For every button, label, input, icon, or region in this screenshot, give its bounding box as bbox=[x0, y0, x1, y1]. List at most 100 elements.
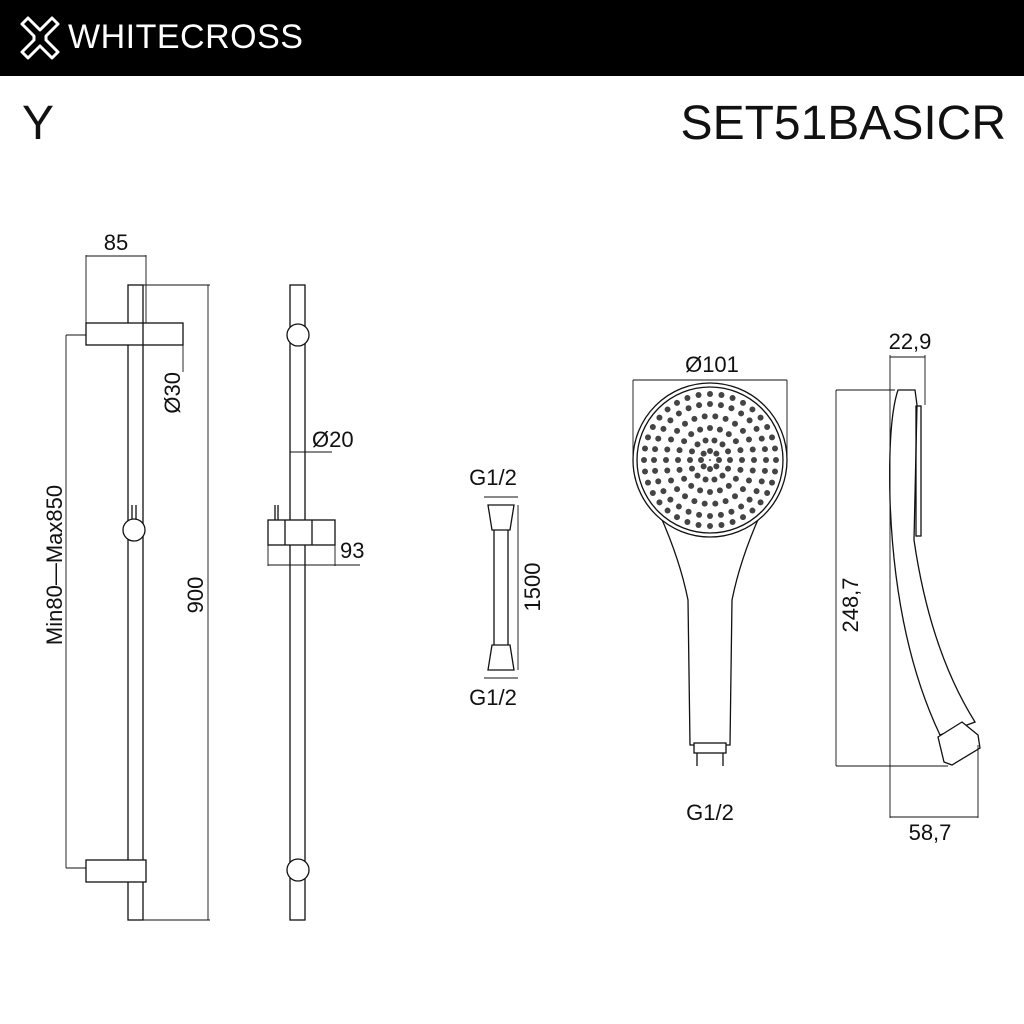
model-number: SET51BASICR bbox=[680, 97, 1006, 150]
nozzle-hole bbox=[739, 486, 746, 493]
nozzle-hole bbox=[655, 435, 662, 442]
nozzle-hole bbox=[725, 465, 732, 472]
nozzle-hole bbox=[707, 523, 713, 529]
nozzle-hole bbox=[757, 499, 764, 506]
nozzle-hole bbox=[675, 410, 682, 417]
nozzle-hole bbox=[694, 472, 701, 479]
nozzle-hole bbox=[749, 446, 756, 453]
nozzle-hole bbox=[696, 511, 703, 518]
nozzle-hole bbox=[725, 431, 732, 438]
nozzle-hole bbox=[719, 472, 726, 479]
nozzle-hole bbox=[701, 413, 708, 420]
nozzle-hole bbox=[711, 476, 718, 483]
nozzle-hole bbox=[664, 406, 671, 413]
dim-58-7: 58,7 bbox=[909, 820, 952, 845]
nozzle-hole bbox=[771, 468, 778, 475]
nozzle-hole bbox=[688, 482, 695, 489]
nozzle-hole bbox=[701, 500, 708, 507]
nozzle-hole bbox=[707, 513, 713, 519]
nozzle-hole bbox=[773, 457, 779, 463]
nozzle-hole bbox=[707, 448, 713, 454]
rail-side-view: Ø20 93 bbox=[267, 284, 364, 921]
nozzle-hole bbox=[757, 414, 764, 421]
nozzle-hole bbox=[674, 399, 680, 406]
nozzle-hole bbox=[728, 508, 735, 515]
hose: G1/2 1500 G1/2 bbox=[469, 465, 545, 710]
nozzle-hole bbox=[713, 450, 720, 457]
nozzle-hole bbox=[656, 414, 663, 421]
nozzle-hole bbox=[729, 394, 736, 401]
nozzle-hole bbox=[694, 441, 701, 448]
nozzle-hole bbox=[746, 417, 753, 424]
rail-front-view: 85 Ø30 900 Min80—Max850 bbox=[42, 230, 210, 921]
nozzle-hole bbox=[687, 457, 693, 463]
nozzle-hole bbox=[642, 468, 649, 475]
nozzle-hole bbox=[712, 500, 719, 507]
dim-1500: 1500 bbox=[520, 563, 545, 612]
nozzle-hole bbox=[722, 415, 729, 422]
nozzle-hole bbox=[749, 406, 756, 413]
nozzle-hole bbox=[711, 437, 718, 444]
nozzle-hole bbox=[641, 457, 647, 463]
nozzle-hole bbox=[685, 508, 692, 515]
nozzle-hole bbox=[664, 446, 671, 453]
nozzle-hole bbox=[695, 521, 702, 528]
nozzle-hole bbox=[702, 437, 709, 444]
nozzle-hole bbox=[700, 450, 707, 457]
nozzle-hole bbox=[667, 496, 674, 503]
nozzle-hole bbox=[668, 436, 675, 443]
nozzle-hole bbox=[691, 415, 698, 422]
nozzle-hole bbox=[656, 499, 663, 506]
nozzle-hole bbox=[739, 427, 746, 434]
nozzle-hole bbox=[675, 503, 682, 510]
nozzle-hole bbox=[644, 434, 651, 441]
nozzle-hole bbox=[660, 488, 667, 495]
dim-o101: Ø101 bbox=[685, 352, 739, 377]
nozzle-hole bbox=[675, 457, 681, 463]
nozzle-hole bbox=[700, 463, 707, 470]
nozzle-hole bbox=[697, 426, 704, 433]
dim-900: 900 bbox=[183, 577, 208, 614]
nozzle-hole bbox=[674, 514, 680, 521]
nozzle-hole bbox=[729, 519, 736, 526]
nozzle-hole bbox=[644, 479, 651, 486]
nozzle-hole bbox=[676, 466, 683, 473]
nozzle-hole bbox=[684, 519, 691, 526]
nozzle-hole bbox=[696, 402, 703, 409]
nozzle-hole bbox=[761, 446, 768, 453]
nozzle-hole bbox=[764, 490, 771, 496]
nozzle-hole bbox=[695, 392, 702, 399]
nozzle-hole bbox=[722, 498, 729, 505]
nozzle-hole bbox=[753, 488, 760, 495]
nozzle-hole bbox=[709, 459, 711, 461]
nozzle-hole bbox=[674, 486, 681, 493]
nozzle-hole bbox=[763, 457, 769, 463]
nozzle-hole bbox=[642, 445, 649, 452]
nozzle-hole bbox=[652, 467, 659, 474]
nozzle-hole bbox=[688, 431, 695, 438]
nozzle-hole bbox=[727, 457, 733, 463]
nozzle-hole bbox=[731, 420, 738, 427]
nozzle-hole bbox=[655, 478, 662, 485]
nozzle-hole bbox=[718, 521, 725, 528]
nozzle-hole bbox=[716, 426, 723, 433]
dim-min-max: Min80—Max850 bbox=[42, 485, 67, 645]
cross-logo-icon bbox=[20, 16, 60, 60]
nozzle-hole bbox=[652, 446, 659, 453]
nozzle-hole bbox=[676, 447, 683, 454]
nozzle-hole bbox=[732, 475, 739, 482]
nozzle-hole bbox=[745, 477, 752, 484]
nozzle-hole bbox=[739, 457, 745, 463]
nozzle-hole bbox=[740, 399, 746, 406]
nozzle-hole bbox=[731, 493, 738, 500]
nozzle-hole bbox=[685, 405, 692, 412]
nozzle-hole bbox=[769, 434, 776, 441]
nozzle-hole bbox=[758, 435, 765, 442]
nozzle-hole bbox=[740, 514, 746, 521]
nozzle-hole bbox=[717, 511, 724, 518]
nozzle-hole bbox=[713, 463, 720, 470]
nozzle-hole bbox=[664, 507, 671, 514]
dim-o30: Ø30 bbox=[160, 372, 185, 414]
nozzle-hole bbox=[688, 465, 695, 472]
